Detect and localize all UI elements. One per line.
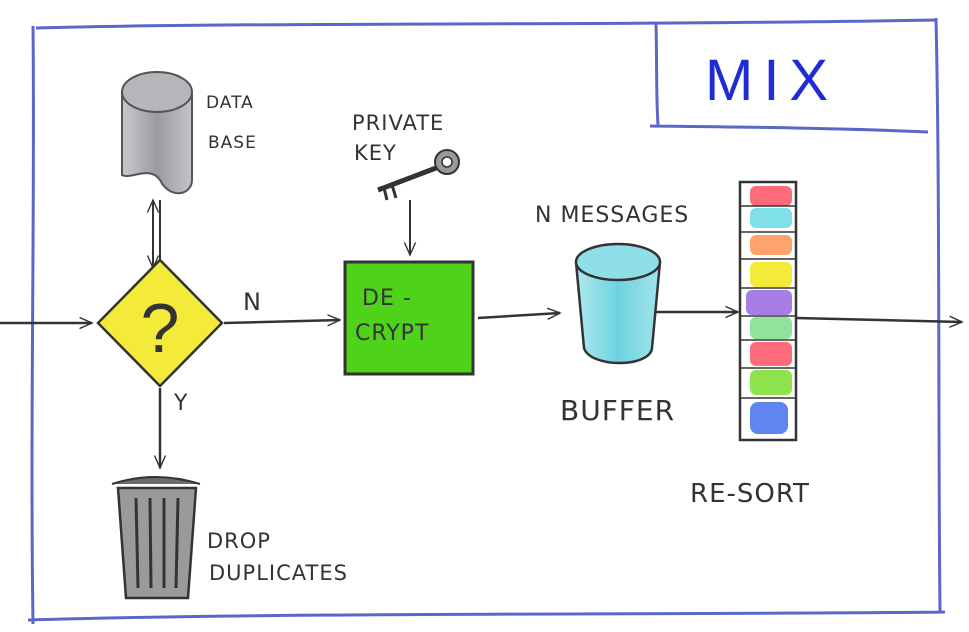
private-key-label-line-2: KEY [354, 141, 397, 165]
output-arrow [795, 318, 962, 322]
decrypt-label-line-1: DE - [362, 286, 412, 311]
database-icon [121, 71, 193, 195]
stack-cell [750, 208, 792, 228]
decision-diamond-icon: ? [96, 258, 224, 388]
arrow-to-decrypt [223, 320, 340, 323]
trash-can-icon [111, 476, 201, 600]
arrow-to-buffer [477, 313, 560, 318]
title-box [649, 23, 929, 134]
resort-label: RE-SORT [690, 479, 810, 509]
stack-cell [750, 402, 788, 434]
decrypt-label-line-2: CRYPT [355, 321, 429, 346]
drop-label-line-1: DROP [207, 529, 271, 553]
stack-cell [750, 370, 792, 395]
stack-cell [750, 262, 792, 287]
mix-frame [27, 17, 946, 625]
database-label-line-1: DATA [206, 93, 254, 113]
private-key-label-line-1: PRIVATE [352, 111, 444, 135]
title: MIX [705, 48, 838, 113]
branch-no-label: N [243, 288, 262, 316]
n-messages-label: N MESSAGES [535, 203, 689, 228]
database-label-line-2: BASE [208, 133, 257, 153]
drop-label-line-2: DUPLICATES [209, 561, 348, 585]
key-icon [377, 149, 460, 201]
branch-yes-label: Y [173, 391, 188, 416]
decrypt-box: DE - CRYPT [343, 260, 475, 376]
buffer-label: BUFFER [560, 394, 675, 427]
stack-cell [750, 317, 792, 339]
stack-cell [750, 186, 792, 206]
stack-cell [750, 235, 792, 255]
stack-cell [750, 342, 792, 366]
buffer-cylinder-icon [574, 242, 662, 365]
stack-cell [746, 290, 792, 315]
decision-symbol: ? [141, 289, 180, 367]
message-stack-icon [738, 180, 798, 442]
